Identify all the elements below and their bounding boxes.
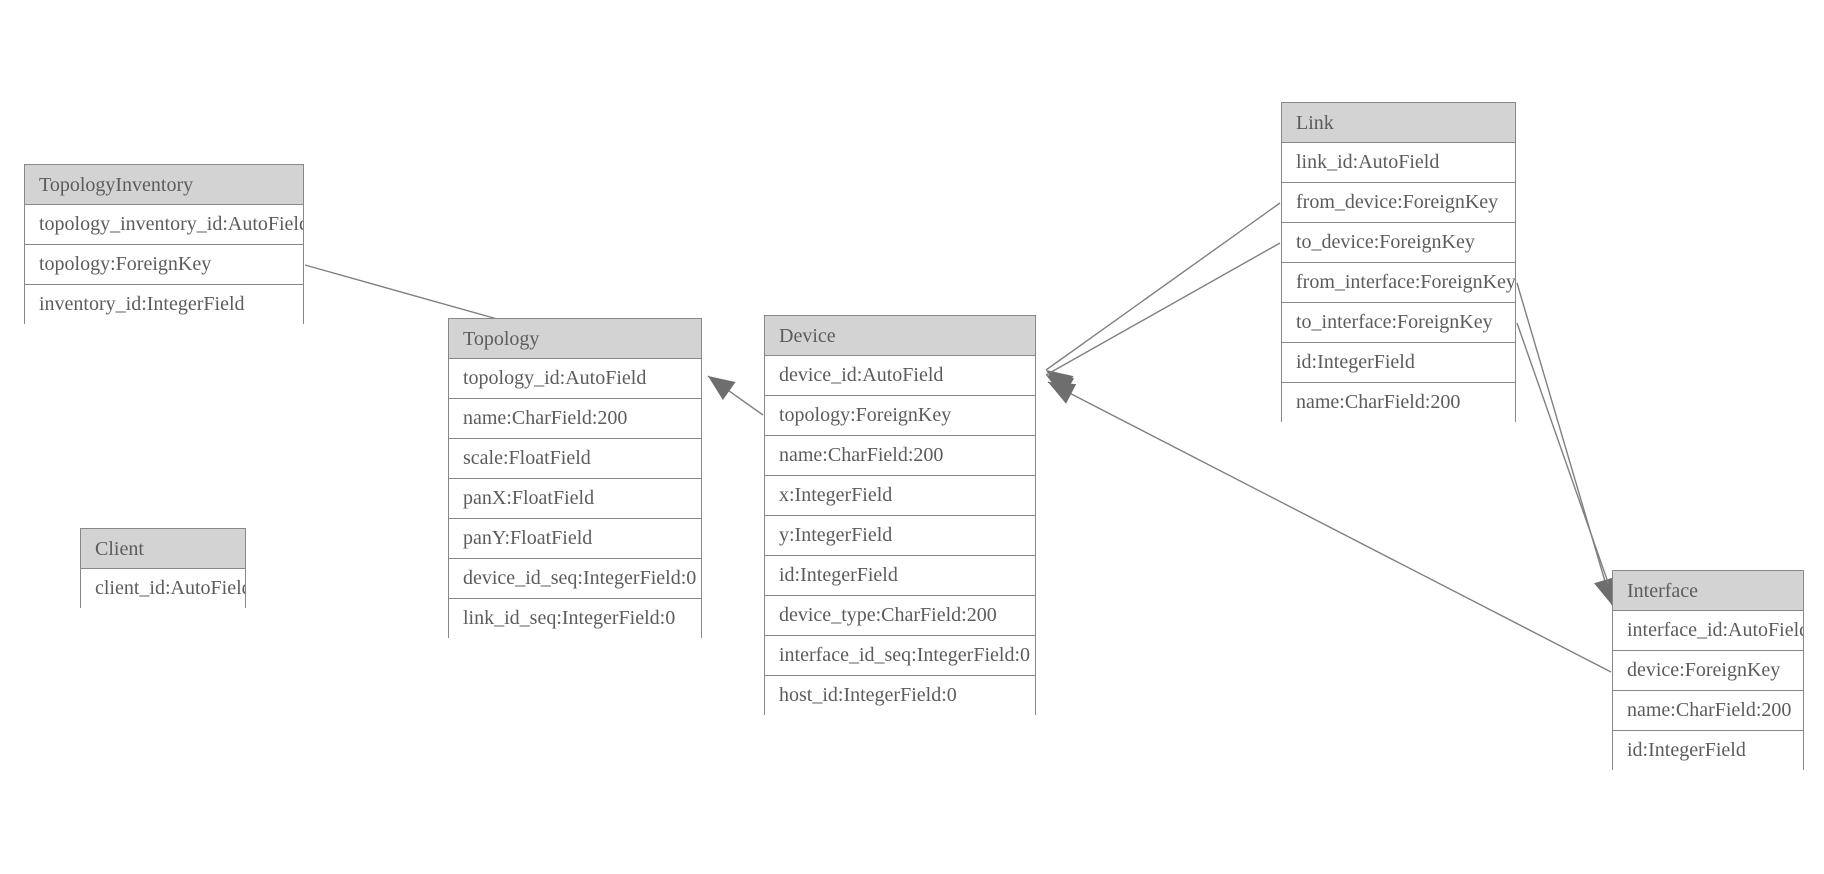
relationship-link-todevice-device	[1045, 242, 1281, 398]
entity-title-link: Link	[1282, 103, 1515, 143]
entity-field-row[interactable]: name:CharField:200	[765, 436, 1035, 476]
entity-field-row[interactable]: y:IntegerField	[765, 516, 1035, 556]
relationship-line	[1516, 322, 1618, 609]
entity-title-client: Client	[81, 529, 245, 569]
entity-field-row[interactable]: to_device:ForeignKey	[1282, 223, 1515, 263]
entity-field-row[interactable]: name:CharField:200	[1613, 691, 1803, 731]
entity-field-row[interactable]: name:CharField:200	[1282, 383, 1515, 423]
entity-title-device: Device	[765, 316, 1035, 356]
entity-field-row[interactable]: topology_id:AutoField	[449, 359, 701, 399]
relationship-device-topology	[707, 375, 764, 416]
relationship-link-tointerface-interface	[1516, 322, 1619, 609]
entity-field-row[interactable]: id:IntegerField	[1282, 343, 1515, 383]
entity-title-topology_inventory: TopologyInventory	[25, 165, 303, 205]
entity-field-row[interactable]: client_id:AutoField	[81, 569, 245, 609]
entity-field-row[interactable]: inventory_id:IntegerField	[25, 285, 303, 325]
relationship-line	[707, 375, 764, 416]
relationship-line	[1045, 202, 1281, 371]
relationship-line	[1045, 242, 1281, 376]
entity-field-row[interactable]: id:IntegerField	[1613, 731, 1803, 771]
entity-field-row[interactable]: id:IntegerField	[765, 556, 1035, 596]
entity-field-row[interactable]: host_id:IntegerField:0	[765, 676, 1035, 716]
entity-field-row[interactable]: device_type:CharField:200	[765, 596, 1035, 636]
entity-field-row[interactable]: device_id:AutoField	[765, 356, 1035, 396]
entity-field-row[interactable]: panX:FloatField	[449, 479, 701, 519]
relationship-arrowhead	[1048, 382, 1077, 404]
entity-title-topology: Topology	[449, 319, 701, 359]
relationship-arrowhead	[1046, 375, 1075, 398]
entity-field-row[interactable]: panY:FloatField	[449, 519, 701, 559]
relationship-link-frominterface-interface	[1516, 282, 1616, 606]
entity-field-row[interactable]: device_id_seq:IntegerField:0	[449, 559, 701, 599]
entity-field-row[interactable]: link_id_seq:IntegerField:0	[449, 599, 701, 639]
entity-field-row[interactable]: to_interface:ForeignKey	[1282, 303, 1515, 343]
entity-field-row[interactable]: name:CharField:200	[449, 399, 701, 439]
entity-title-interface: Interface	[1613, 571, 1803, 611]
relationship-arrowhead	[1046, 370, 1074, 395]
entity-field-row[interactable]: topology:ForeignKey	[765, 396, 1035, 436]
entity-field-row[interactable]: device:ForeignKey	[1613, 651, 1803, 691]
relationship-line	[1047, 381, 1612, 673]
entity-field-row[interactable]: interface_id_seq:IntegerField:0	[765, 636, 1035, 676]
relationship-line	[1516, 282, 1613, 606]
entity-field-row[interactable]: x:IntegerField	[765, 476, 1035, 516]
entity-field-row[interactable]: from_device:ForeignKey	[1282, 183, 1515, 223]
entity-field-row[interactable]: scale:FloatField	[449, 439, 701, 479]
relationship-arrowhead	[708, 376, 736, 401]
entity-field-row[interactable]: interface_id:AutoField	[1613, 611, 1803, 651]
entity-field-row[interactable]: topology:ForeignKey	[25, 245, 303, 285]
entity-field-row[interactable]: topology_inventory_id:AutoField	[25, 205, 303, 245]
entity-field-row[interactable]: link_id:AutoField	[1282, 143, 1515, 183]
relationship-link-fromdevice-device	[1045, 202, 1281, 395]
entity-field-row[interactable]: from_interface:ForeignKey	[1282, 263, 1515, 303]
